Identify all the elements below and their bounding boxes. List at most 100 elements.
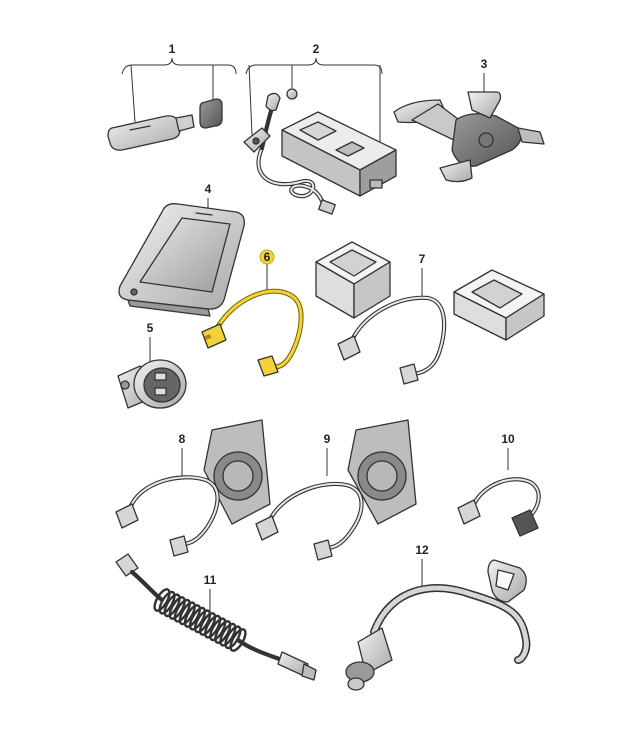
cable-8-plug-a (115, 503, 139, 529)
phone-screen (139, 217, 231, 293)
phone-speaker (195, 212, 213, 216)
part-5-usb-charger[interactable]: 5 (117, 321, 187, 409)
cable-7-plug-a (337, 335, 361, 361)
coil-loop (163, 593, 181, 618)
module-box-port (369, 179, 383, 189)
box-left-window (329, 249, 377, 277)
part-11-coiled-cable[interactable]: 11 (115, 553, 317, 681)
coil-plug-b-tip (301, 663, 317, 681)
module-box-recess (299, 121, 337, 141)
phone-case-edge (127, 299, 211, 317)
cable-9 (267, 481, 364, 551)
charger-port-a (154, 372, 167, 381)
callout-6: 6 (264, 250, 271, 264)
film-8-disc-inner (222, 460, 254, 492)
module-box-side (359, 149, 397, 197)
coil-spiral (153, 588, 247, 652)
coil-loop (209, 617, 227, 642)
lamp-base-tip (347, 677, 365, 691)
coil-loop (158, 590, 176, 615)
coil-lead-a (129, 569, 165, 603)
coil-loop (204, 614, 222, 639)
coil-loop (173, 598, 191, 623)
callout-2: 2 (313, 42, 320, 56)
usb-stick-groove (129, 125, 151, 131)
part-7-cable[interactable]: 7 (337, 252, 447, 385)
module-cable-upper (259, 105, 275, 151)
module-plug (318, 199, 336, 215)
module-antenna (265, 92, 281, 112)
callout-3: 3 (481, 57, 488, 71)
yellow-plug-b (257, 355, 279, 377)
charger-tip (120, 380, 130, 390)
coil-loop (214, 620, 232, 644)
callout-11: 11 (204, 573, 217, 587)
lamp-lens (495, 569, 515, 591)
part-2-wlan-module[interactable]: 2 (243, 42, 397, 215)
yellow-cable-outline (213, 288, 304, 370)
charger-face (143, 367, 181, 403)
cable-9-plug-b (313, 539, 333, 561)
part-10-adapter-cable[interactable]: 10 (457, 432, 541, 537)
cable-9-core (269, 482, 363, 549)
callout-12: 12 (415, 543, 429, 557)
box-right-window (471, 279, 523, 309)
coil-loop (183, 604, 201, 628)
coil-loop (168, 596, 186, 620)
box-left-side (353, 261, 391, 319)
cable-8-plug-b (169, 535, 189, 557)
leader-1a (130, 64, 136, 123)
callout-8: 8 (179, 432, 186, 446)
holder-top-jaw (467, 91, 502, 119)
usb-stick-cap (199, 98, 223, 129)
coil-loop (219, 622, 237, 647)
film-9-disc-inner (366, 460, 398, 492)
module-box-vent (335, 141, 365, 157)
module-button (286, 88, 298, 100)
coil-loop (193, 609, 212, 634)
holder-side-jaw (517, 127, 545, 145)
callout-1: 1 (169, 42, 176, 56)
callout-7: 7 (419, 252, 426, 266)
cable-10-core (473, 478, 540, 521)
cable-7-plug-b (399, 363, 419, 385)
phone-port (130, 288, 138, 296)
coil-loop (178, 601, 196, 626)
callout-4: 4 (205, 182, 212, 196)
cable-9-plug-a (255, 515, 279, 541)
callout-10: 10 (501, 432, 515, 446)
usb-stick-connector (175, 114, 195, 132)
callout-9: 9 (324, 432, 331, 446)
charger-port-b (154, 387, 167, 396)
coil-loop (188, 606, 207, 631)
yellow-plug-a (201, 323, 227, 349)
coil-loop (153, 588, 171, 612)
yellow-cable (214, 289, 303, 369)
module-clip-hole (252, 137, 260, 145)
cable-10-socket (511, 509, 539, 537)
holder-knob (478, 132, 494, 148)
leader-2b (248, 64, 253, 136)
cable-8-core (129, 476, 219, 545)
coil-loop (199, 612, 217, 636)
part-6-highlighted-cable[interactable]: 6 (201, 249, 304, 377)
module-cable-core (257, 147, 329, 211)
cable-10-plug (457, 499, 481, 525)
cable-8 (127, 475, 220, 547)
part-1-usb-stick[interactable]: 1 (107, 42, 237, 151)
part-8-cable-with-film[interactable]: 8 (115, 419, 271, 557)
part-3-phone-holder[interactable]: 3 (393, 57, 545, 183)
cable-7-core (351, 296, 446, 375)
callout-5: 5 (147, 321, 154, 335)
part-4-phone-case[interactable]: 4 (118, 182, 245, 317)
package-box-right (453, 269, 545, 341)
package-box-left (315, 241, 391, 319)
coil-lead-b (235, 637, 285, 663)
part-9-cable-with-film[interactable]: 9 (255, 419, 417, 561)
part-12-gooseneck-lamp[interactable]: 12 (345, 543, 531, 691)
bracket-1 (121, 57, 237, 75)
holder-bottom-jaw (439, 159, 473, 183)
yellow-plug-a-pin (204, 334, 212, 340)
bracket-2 (245, 57, 383, 75)
